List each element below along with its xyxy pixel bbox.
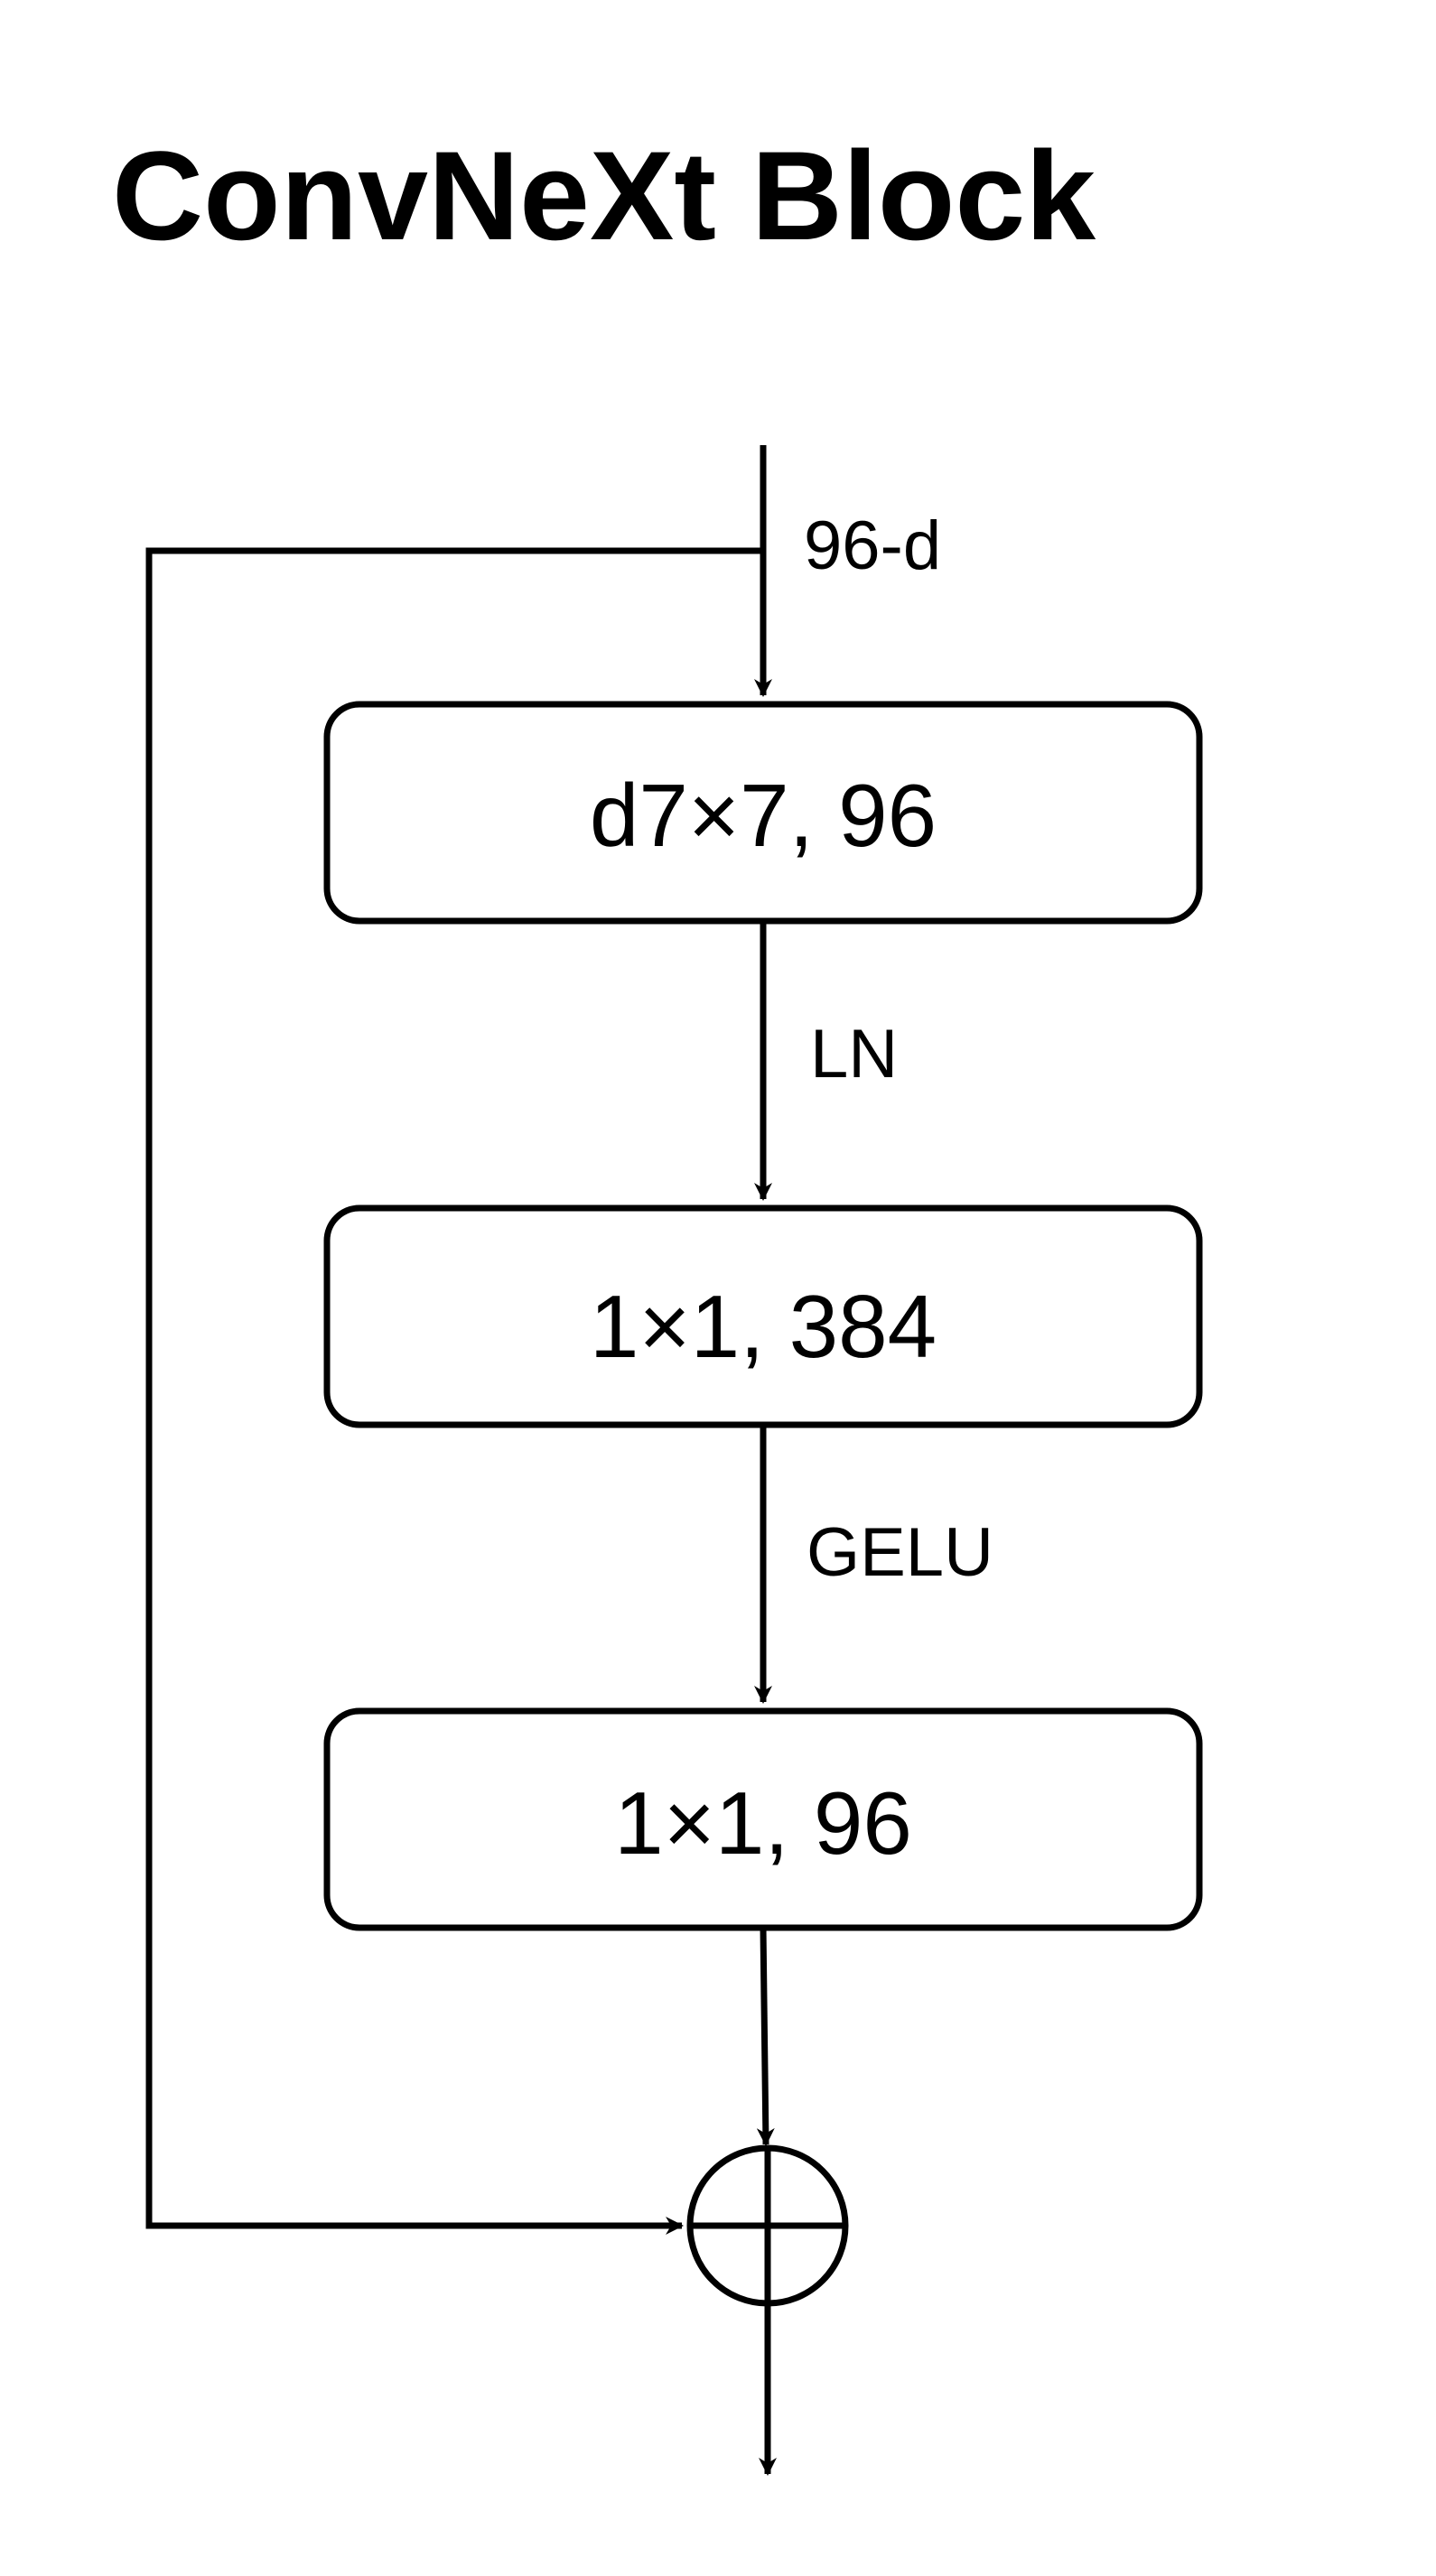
depthwise-conv-label: d7×7, 96	[590, 766, 937, 865]
ln-label: LN	[810, 1016, 898, 1093]
gelu-label: GELU	[807, 1514, 993, 1591]
block-output-arrow	[756, 1927, 775, 2146]
addition-node-icon	[686, 2144, 849, 2307]
input-dimension-label: 96-d	[804, 507, 941, 584]
pointwise-conv-expand-label: 1×1, 384	[590, 1277, 937, 1376]
skip-connection-arrow	[145, 547, 763, 2235]
pointwise-conv-reduce-label: 1×1, 96	[614, 1773, 912, 1873]
diagram-title: ConvNeXt Block	[112, 125, 1096, 266]
